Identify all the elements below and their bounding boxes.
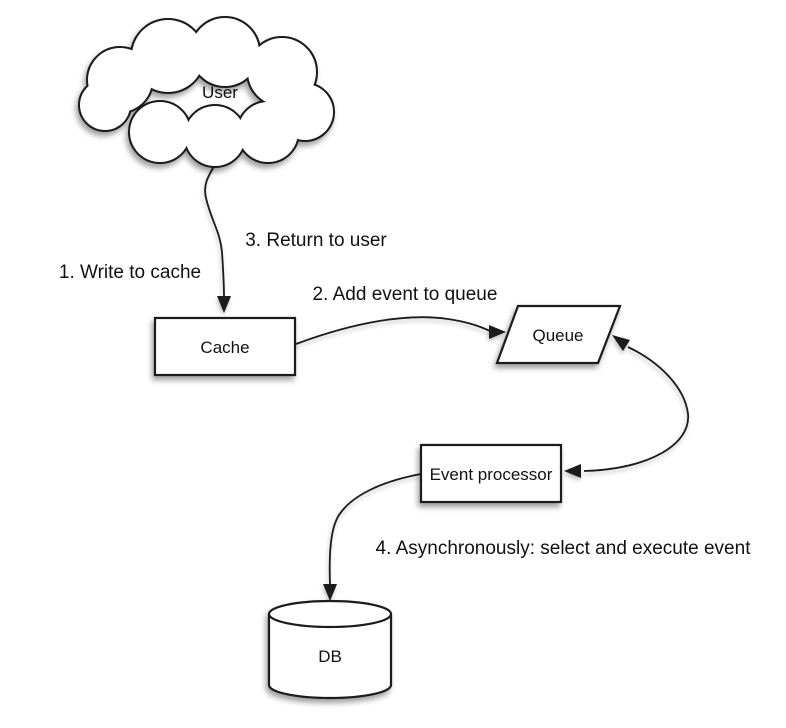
cylinder-body [267,614,393,700]
cylinder-top [267,599,393,629]
edge-label-step3: 3. Return to user [245,230,387,251]
node-cache-label: Cache [200,338,249,357]
edge-queue-event-processor-line [583,346,689,472]
node-user-cloud [78,16,335,168]
edge-label-step4: 4. Asynchronously: select and execute ev… [376,538,752,559]
edge-user-to-cache [204,160,231,313]
node-cache-box [153,316,297,377]
node-db-label: DB [318,647,342,666]
node-event-processor-label: Event processor [430,465,553,484]
node-queue-label: Queue [532,326,583,345]
arrowhead-into-queue [489,325,506,339]
node-queue-shape [495,304,622,365]
arrowhead-into-cache [217,296,231,313]
arrowhead-into-queue-bottom [612,335,630,351]
edge-queue-event-processor [564,335,689,478]
node-event-processor-box [419,443,563,504]
arrowhead-into-db [323,584,337,601]
edge-event-processor-to-db-line [328,473,422,586]
edge-cache-to-queue-line [295,316,491,345]
node-user-label: User [202,83,238,102]
cloud-fill [80,18,333,166]
edge-label-step1: 1. Write to cache [59,262,201,283]
edge-user-to-cache-line [204,160,225,298]
node-db-cylinder [267,599,393,700]
edge-cache-to-queue [295,316,506,345]
edge-event-processor-to-db [323,473,422,601]
edge-label-step2: 2. Add event to queue [313,284,498,305]
arrowhead-into-event-processor [564,464,581,478]
